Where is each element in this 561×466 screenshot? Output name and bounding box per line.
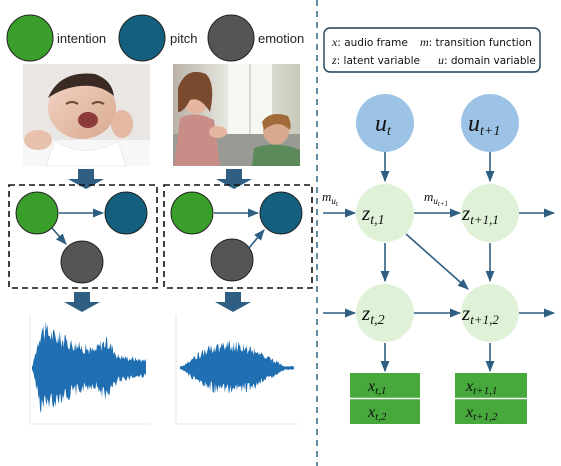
pitch-label: pitch: [170, 31, 197, 46]
notation-legend: x: audio frame m: transition function z:…: [323, 27, 541, 73]
waveform-2: [175, 315, 298, 425]
obs-x-t12-box: [455, 399, 527, 424]
node-u-t1-label: ut+1: [468, 111, 500, 139]
obs-x-t2-box: [350, 399, 420, 424]
node-z-t11-circle: [461, 184, 519, 242]
node-z-t1-label: zt,1: [361, 201, 385, 228]
down-arrow-4: [215, 292, 251, 312]
emotion-node-1: [60, 240, 104, 284]
notation-z: z: latent variable: [331, 53, 420, 67]
notation-m: m: transition function: [420, 35, 532, 49]
transition-m-ut: mut: [322, 189, 339, 208]
legend-emotion: emotion: [207, 14, 304, 62]
node-z-t1-circle: [356, 184, 414, 242]
temporal-edges: [323, 152, 556, 373]
down-arrow-1: [68, 169, 104, 189]
notation-box: [323, 27, 541, 73]
transition-m-ut1: mut+1: [424, 189, 448, 208]
down-arrow-2: [216, 169, 252, 189]
node-z-t2: zt,2: [356, 284, 414, 342]
waveform-1: [29, 315, 150, 425]
pitch-dot: [118, 14, 166, 62]
intention-node-1: [15, 191, 59, 235]
node-z-t11: zt+1,1: [461, 184, 519, 242]
legend-intention: intention: [6, 14, 106, 62]
photo-conversation: [173, 64, 300, 166]
obs-x-t11-label: xt+1,1: [465, 378, 497, 397]
edge-intention-emotion-1: [51, 227, 67, 245]
pitch-node-1: [104, 191, 148, 235]
node-u-t-circle: [356, 94, 414, 152]
emotion-dot: [207, 14, 255, 62]
node-u-t: ut: [356, 94, 414, 152]
node-u-t1: ut+1: [461, 94, 519, 152]
obs-x-t1-label: xt,1: [367, 378, 386, 397]
obs-x-t2-label: xt,2: [367, 404, 387, 423]
causal-graph-2: [163, 184, 313, 289]
node-z-t2-label: zt,2: [361, 301, 385, 328]
intention-label: intention: [57, 31, 106, 46]
emotion-node-2: [210, 238, 254, 282]
causal-graph-1: [8, 184, 158, 289]
notation-u: u: domain variable: [438, 53, 536, 67]
waveform-2-shape: [180, 340, 294, 395]
intention-dot: [6, 14, 54, 62]
notation-x: x: audio frame: [331, 35, 408, 49]
node-u-t1-circle: [461, 94, 519, 152]
obs-x-t12-label: xt+1,2: [465, 404, 498, 423]
down-arrow-3: [64, 292, 100, 312]
emotion-label: emotion: [258, 31, 304, 46]
node-z-t12: zt+1,2: [461, 284, 519, 342]
legend-pitch: pitch: [118, 14, 197, 62]
edge-emotion-pitch-2: [248, 229, 265, 249]
intention-node-2: [170, 191, 214, 235]
node-u-t-label: ut: [375, 111, 392, 139]
waveform-1-shape: [32, 321, 146, 414]
obs-x-t11-box: [455, 373, 527, 398]
obs-box-t1: xt+1,1 xt+1,2: [455, 373, 527, 424]
node-z-t11-label: zt+1,1: [461, 201, 499, 227]
pitch-node-2: [259, 191, 303, 235]
node-z-t1: zt,1: [356, 184, 414, 242]
obs-box-t: xt,1 xt,2: [350, 373, 420, 424]
edge-zt1-zt12: [405, 233, 469, 290]
node-z-t12-label: zt+1,2: [461, 301, 499, 327]
photo-crying-baby: [23, 64, 150, 167]
dashed-box-2: [163, 184, 313, 289]
obs-x-t1-box: [350, 373, 420, 398]
dashed-box-1: [8, 184, 158, 289]
node-z-t12-circle: [461, 284, 519, 342]
node-z-t2-circle: [356, 284, 414, 342]
